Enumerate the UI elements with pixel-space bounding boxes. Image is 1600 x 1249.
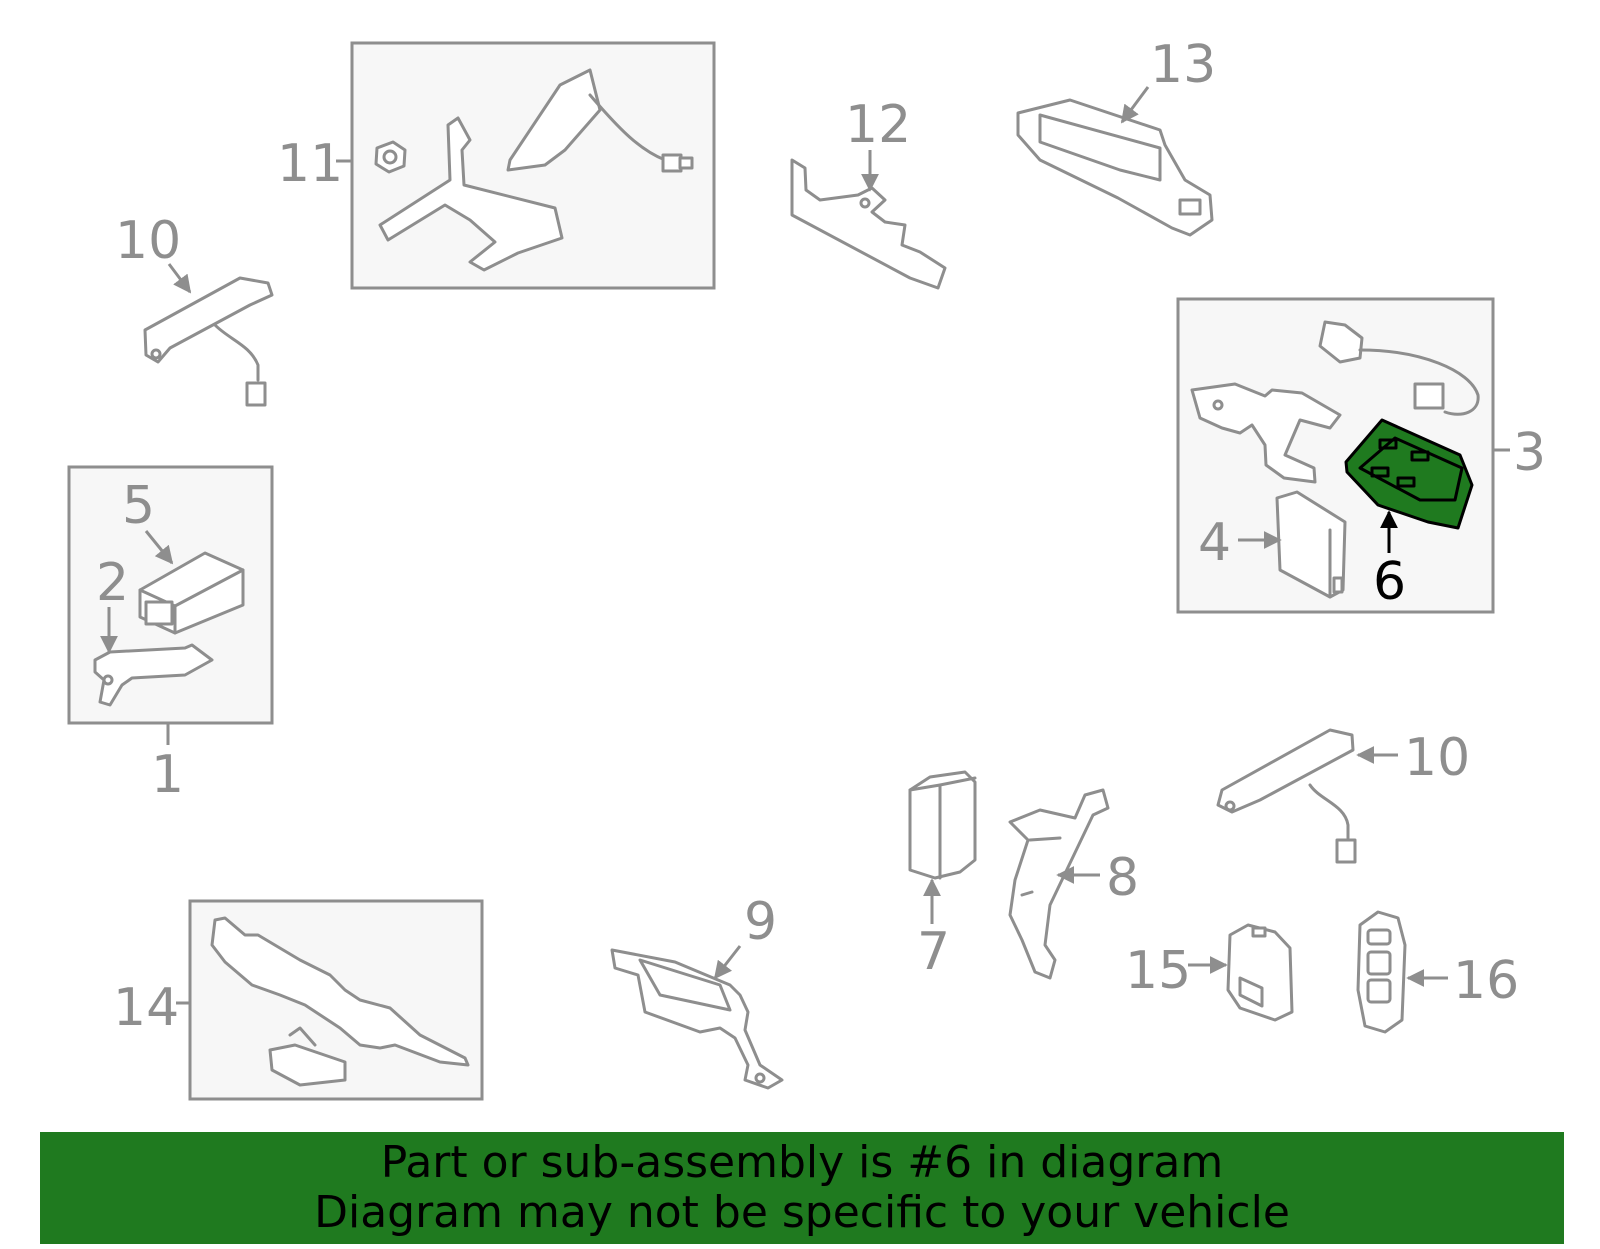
part-15-key-fob[interactable] <box>1226 923 1294 1022</box>
banner-line-2: Diagram may not be specific to your vehi… <box>314 1187 1290 1238</box>
callout-16: 16 <box>1453 951 1519 1011</box>
part-9-bracket[interactable] <box>610 948 784 1090</box>
part-10-antenna-top[interactable] <box>143 276 274 407</box>
callout-10-top: 10 <box>115 211 181 271</box>
callout-8: 8 <box>1106 848 1139 908</box>
callout-9: 9 <box>744 892 777 952</box>
callout-14: 14 <box>113 978 179 1038</box>
info-banner: Part or sub-assembly is #6 in diagram Di… <box>40 1132 1564 1244</box>
callout-2: 2 <box>96 553 129 613</box>
part-12-bracket[interactable] <box>790 158 947 290</box>
callout-6: 6 <box>1373 552 1406 612</box>
callout-5: 5 <box>122 476 155 536</box>
part-11-assembly[interactable] <box>336 41 716 290</box>
callout-13: 13 <box>1150 35 1216 95</box>
part-8-bracket[interactable] <box>1008 788 1110 980</box>
part-13-switch-bracket[interactable] <box>1016 98 1214 237</box>
part-7-module[interactable] <box>908 770 977 880</box>
part-16-smart-key[interactable] <box>1356 910 1407 1034</box>
callout-15: 15 <box>1125 941 1191 1001</box>
callout-10-bottom: 10 <box>1404 728 1470 788</box>
part-10-antenna-bottom[interactable] <box>1216 728 1357 864</box>
banner-line-1: Part or sub-assembly is #6 in diagram <box>380 1137 1224 1188</box>
callout-12: 12 <box>845 95 911 155</box>
part-1-assembly[interactable] <box>67 465 274 745</box>
part-6-highlighted[interactable] <box>1344 418 1474 530</box>
part-14-assembly[interactable] <box>176 899 484 1101</box>
callout-11: 11 <box>277 134 343 194</box>
callout-4: 4 <box>1198 513 1231 573</box>
callout-3: 3 <box>1513 423 1546 483</box>
callout-7: 7 <box>917 922 950 982</box>
callout-1: 1 <box>151 745 184 805</box>
